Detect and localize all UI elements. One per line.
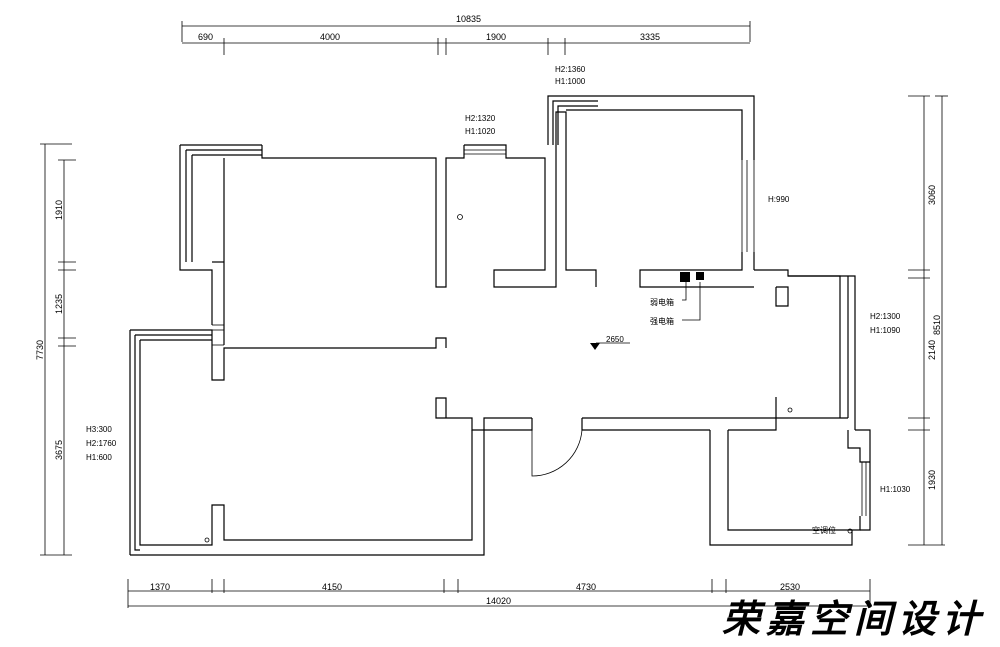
dim-top-seg-2: 4000 [320, 32, 340, 42]
dim-left-seg-1: 1910 [54, 200, 64, 220]
walls [129, 95, 871, 556]
window-notes: H2:1360 H1:1000 H2:1320 H1:1020 H:990 H2… [86, 65, 911, 535]
dim-bottom-seg-1: 1370 [150, 582, 170, 592]
dim-bottom-total: 14020 [486, 596, 511, 606]
dim-right-seg-2: 2140 [927, 340, 937, 360]
note-top-right-h2: H2:1360 [555, 65, 586, 74]
note-right-upper: H:990 [768, 195, 790, 204]
note-top-mid-h1: H1:1020 [465, 127, 496, 136]
right-dimension-chain: 3060 2140 1930 8510 [908, 95, 948, 546]
dim-right-seg-1: 3060 [927, 185, 937, 205]
left-dimension-chain: 1910 1235 3675 7730 [35, 143, 76, 556]
level-marker-icon [590, 343, 600, 350]
top-dimension-chain: 10835 690 4000 1900 3335 [181, 14, 751, 55]
note-left-h2: H2:1760 [86, 439, 117, 448]
note-right-mid-h2: H2:1300 [870, 312, 901, 321]
dim-top-seg-1: 690 [198, 32, 213, 42]
note-right-lower: H1:1030 [880, 485, 911, 494]
dim-bottom-seg-3: 4730 [576, 582, 596, 592]
label-strong-box: 强电箱 [650, 316, 674, 326]
dim-bottom-seg-2: 4150 [322, 582, 342, 592]
weak-box-icon [680, 272, 690, 282]
note-top-right-h1: H1:1000 [555, 77, 586, 86]
dim-top-seg-3: 1900 [486, 32, 506, 42]
brand-logo-text: 荣嘉空间设计 [722, 596, 986, 641]
note-top-mid-h2: H2:1320 [465, 114, 496, 123]
dim-top-seg-4: 3335 [640, 32, 660, 42]
note-right-mid-h1: H1:1090 [870, 326, 901, 335]
label-weak-box: 弱电箱 [650, 297, 674, 307]
dim-left-seg-3: 3675 [54, 440, 64, 460]
dim-top-total: 10835 [456, 14, 481, 24]
note-left-h3: H3:300 [86, 425, 112, 434]
dim-right-seg-3: 1930 [927, 470, 937, 490]
label-ac-position: 空调位 [812, 525, 836, 535]
dim-left-seg-2: 1235 [54, 294, 64, 314]
label-level-mark: 2650 [606, 335, 624, 344]
dim-right-total: 8510 [932, 315, 942, 335]
dim-bottom-seg-4: 2530 [780, 582, 800, 592]
note-left-h1: H1:600 [86, 453, 112, 462]
bottom-dimension-chain: 1370 4150 4730 2530 14020 [127, 579, 871, 608]
strong-box-icon [696, 272, 704, 280]
dim-left-total: 7730 [35, 340, 45, 360]
